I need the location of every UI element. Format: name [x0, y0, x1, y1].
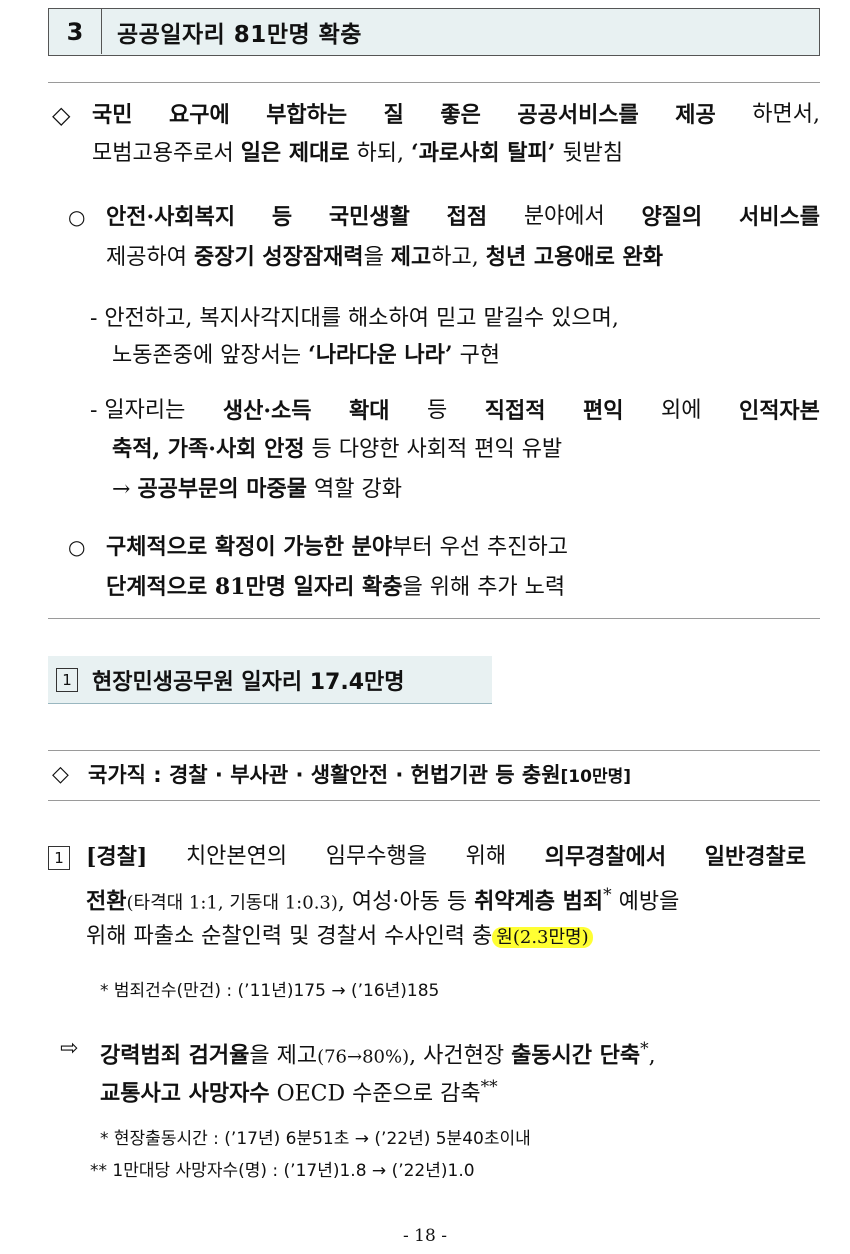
arrow-note-1: * 현장출동시간 : (’17년) 6분51초 → (’22년) 5분40초이내: [100, 1129, 531, 1149]
word: 임무수행을: [325, 844, 427, 869]
point2-bullet: ○: [68, 535, 86, 559]
word: 접점: [446, 204, 488, 230]
summary-bullet: ◇: [52, 101, 71, 129]
word: 등: [427, 398, 448, 423]
word: 외에: [660, 398, 702, 423]
subsection-header: 1 현장민생공무원 일자리 17.4만명: [48, 656, 492, 704]
arrow-line-2: 교통사고 사망자수 OECD 수준으로 감축**: [100, 1077, 498, 1107]
police-number-box: 1: [48, 846, 84, 870]
word: 의무경찰에서: [544, 844, 667, 870]
word: 요구에: [168, 102, 230, 128]
arrow-note-2: ** 1만대당 사망자수(명) : (’17년)1.8 → (’22년)1.0: [90, 1161, 475, 1181]
word: 인적자본: [738, 398, 820, 424]
word: 위해: [465, 844, 507, 869]
word: 제공: [675, 102, 716, 128]
divider-top: [48, 82, 820, 83]
point1-line-1: 안전·사회복지 등 국민생활 접점 분야에서 양질의 서비스를: [106, 202, 820, 232]
dash2-line-2: 축적, 가족·사회 안정 등 다양한 사회적 편익 유발: [112, 436, 563, 462]
point1-line-2: 제공하여 중장기 성장잠재력을 제고하고, 청년 고용애로 완화: [106, 244, 663, 270]
word: 분야에서: [523, 204, 605, 229]
divider-mid: [48, 618, 820, 619]
divider-national-bottom: [48, 800, 820, 801]
police-line-1: [경찰] 치안본연의 임무수행을 위해 의무경찰에서 일반경찰로: [86, 842, 806, 872]
police-line-2: 전환(타격대 1:1, 기동대 1:0.3), 여성·아동 등 취약계층 범죄*…: [86, 885, 680, 915]
word: 국민생활: [328, 204, 410, 230]
word: 확대: [349, 398, 390, 424]
word: 좋은: [440, 102, 481, 128]
dash2-line-3: → 공공부문의 마중물 역할 강화: [112, 476, 402, 502]
subsection-title: 현장민생공무원 일자리 17.4만명: [92, 670, 405, 695]
section-title: 공공일자리 81만명 확충: [117, 21, 362, 48]
national-bullet: ◇: [52, 762, 69, 787]
page-number: - 18 -: [403, 1226, 447, 1246]
section-number: 3: [49, 9, 102, 54]
word: 서비스를: [739, 204, 820, 230]
point2-line-2: 단계적으로 81만명 일자리 확충을 위해 추가 노력: [106, 574, 566, 600]
word: - 일자리는: [90, 398, 186, 423]
dash1-line-2: 노동존중에 앞장서는 ‘나라다운 나라’ 구현: [112, 342, 501, 368]
national-heading: 국가직 : 경찰 · 부사관 · 생활안전 · 헌법기관 등 충원[10만명]: [88, 763, 632, 787]
word: 편익: [582, 398, 624, 424]
word: 등: [271, 204, 293, 230]
section-header: 3 공공일자리 81만명 확충: [48, 8, 820, 56]
dash1-line-1: - 안전하고, 복지사각지대를 해소하여 믿고 맡길수 있으며,: [90, 306, 619, 331]
word: 일반경찰로: [704, 844, 806, 870]
word: 직접적: [484, 398, 546, 424]
word: 생산·소득: [222, 398, 312, 424]
word: 공공서비스를: [517, 102, 639, 128]
word: 부합하는: [266, 102, 348, 128]
word: 질: [383, 102, 404, 128]
divider-national-top: [48, 750, 820, 751]
highlight-count: 원(2.3만명): [492, 927, 593, 948]
subsection-number: 1: [56, 668, 78, 692]
word: [경찰]: [86, 844, 148, 870]
police-note: * 범죄건수(만건) : (’11년)175 → (’16년)185: [100, 981, 440, 1001]
word: 양질의: [641, 204, 703, 230]
arrow-line-1: 강력범죄 검거율을 제고(76→80%), 사건현장 출동시간 단축*,: [100, 1039, 656, 1069]
dash2-line-1: - 일자리는 생산·소득 확대 등 직접적 편익 외에 인적자본: [90, 396, 820, 426]
word: 안전·사회복지: [106, 204, 236, 230]
summary-line-1: 국민 요구에 부합하는 질 좋은 공공서비스를 제공 하면서,: [92, 100, 820, 130]
point1-bullet: ○: [68, 205, 86, 229]
point2-line-1: 구체적으로 확정이 가능한 분야부터 우선 추진하고: [106, 534, 569, 560]
word: 치안본연의: [185, 844, 288, 869]
arrow-bullet: ⇨: [60, 1036, 79, 1061]
word: 하면서,: [752, 102, 820, 127]
summary-line-2: 모범고용주로서 일은 제대로 하되, ‘과로사회 탈피’ 뒷받침: [92, 140, 624, 166]
word: 국민: [92, 102, 133, 128]
